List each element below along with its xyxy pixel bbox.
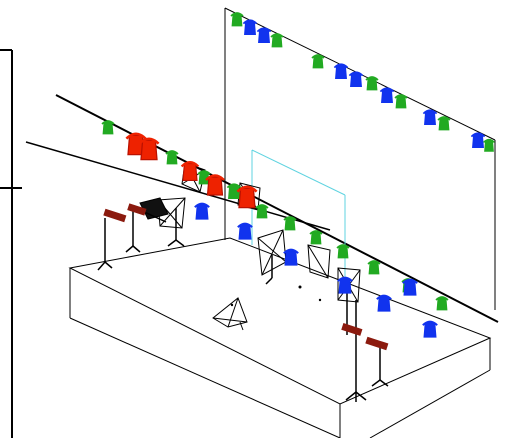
- green-fixture-icon: [197, 170, 211, 185]
- blue-fixture-icon: [237, 222, 253, 240]
- green-fixture-icon: [309, 230, 323, 245]
- green-fixture-icon: [270, 33, 284, 48]
- red-fixture-icon: [236, 185, 258, 209]
- green-fixture-icon: [165, 150, 179, 165]
- blue-fixture-icon: [422, 320, 438, 338]
- green-fixture-icon: [311, 54, 325, 69]
- green-fixture-icon: [365, 76, 379, 91]
- blue-fixture-icon: [242, 19, 258, 36]
- blue-fixture-icon: [283, 248, 299, 266]
- green-fixture-icon: [283, 216, 297, 231]
- green-fixture-icon: [437, 116, 451, 131]
- light-fixtures: [101, 12, 495, 338]
- green-fixture-icon: [394, 94, 408, 109]
- red-fixture-icon: [138, 137, 160, 161]
- blue-fixture-icon: [422, 109, 438, 126]
- t-bar-stands: [103, 203, 389, 351]
- blue-fixture-icon: [470, 132, 486, 149]
- blue-fixture-icon: [194, 202, 210, 220]
- red-fixture-icon: [180, 161, 200, 181]
- floor-marks: [230, 285, 322, 307]
- blue-fixture-icon: [337, 276, 353, 294]
- green-fixture-icon: [255, 204, 269, 219]
- back-wall: [224, 7, 496, 310]
- blue-fixture-icon: [376, 294, 392, 312]
- red-fixture-icon: [205, 174, 225, 196]
- blue-fixture-icon: [256, 27, 272, 44]
- green-fixture-icon: [101, 120, 115, 135]
- green-fixture-icon: [483, 138, 495, 152]
- green-fixture-icon: [336, 244, 350, 259]
- left-bracket: [0, 49, 22, 438]
- stage-platform: [68, 237, 492, 438]
- green-fixture-icon: [367, 260, 381, 275]
- green-fixture-icon: [435, 296, 449, 311]
- blue-fixture-icon: [379, 87, 395, 104]
- blue-fixture-icon: [348, 71, 364, 88]
- truss-rails: [25, 94, 499, 323]
- floor-softbox: [212, 297, 248, 331]
- blue-fixture-icon: [333, 63, 349, 80]
- green-fixture-icon: [230, 12, 244, 27]
- blue-fixture-icon: [402, 278, 418, 296]
